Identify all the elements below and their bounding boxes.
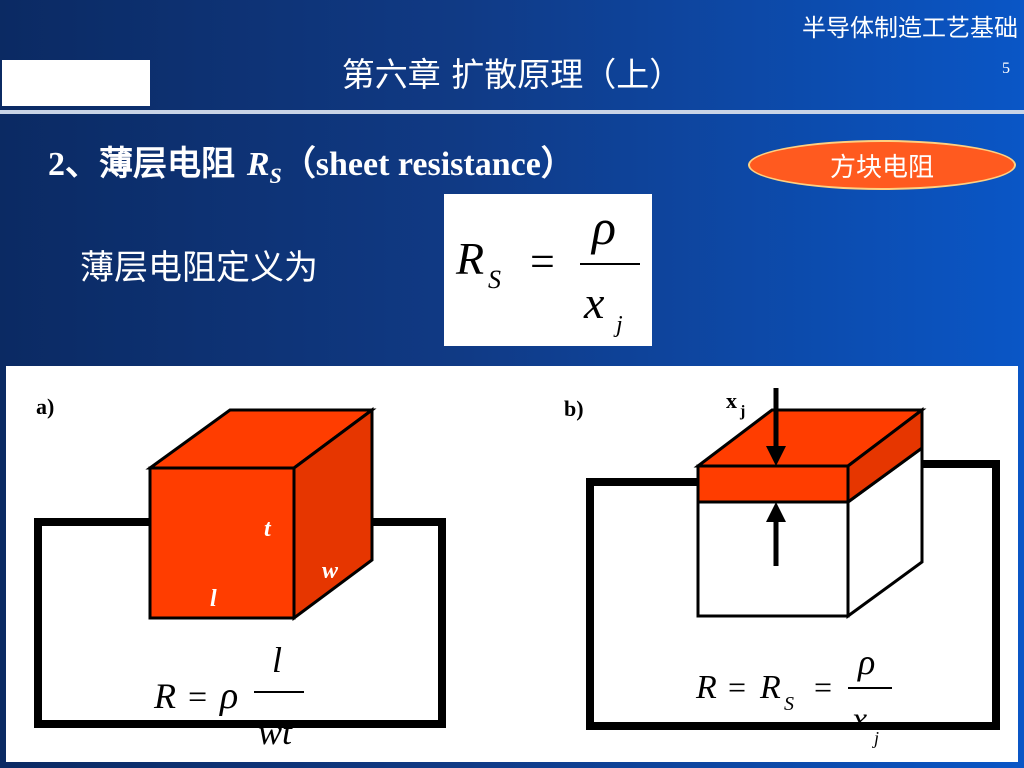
dim-l: l bbox=[210, 586, 217, 612]
panel-b-label: b) bbox=[564, 396, 584, 421]
circuit-wire-a bbox=[34, 518, 446, 728]
definition-text: 薄层电阻定义为 bbox=[80, 248, 318, 288]
header-divider bbox=[0, 110, 1024, 114]
formula-b-rs-sub: S bbox=[784, 693, 794, 715]
formula-b-r: R bbox=[695, 669, 717, 706]
white-placeholder-box bbox=[2, 60, 150, 106]
formula-rs: R bbox=[455, 233, 484, 284]
section-heading: 2、薄层电阻 RS（sheet resistance） bbox=[48, 136, 575, 189]
formula-rho: ρ bbox=[590, 199, 616, 255]
circuit-wire-b bbox=[586, 460, 1000, 730]
formula-b-rho: ρ bbox=[857, 642, 875, 682]
definition-formula: R S = ρ x j bbox=[444, 194, 652, 346]
section-title-en: （sheet resistance） bbox=[281, 146, 575, 183]
section-symbol-sub: S bbox=[269, 162, 282, 188]
course-title: 半导体制造工艺基础 bbox=[802, 14, 1018, 42]
section-symbol: R bbox=[246, 146, 270, 183]
section-title-cn: 薄层电阻 bbox=[99, 144, 247, 184]
formula-x: x bbox=[583, 277, 605, 328]
panel-a: a) t w l R = ρ l wt bbox=[34, 394, 446, 752]
formula-a-wt: wt bbox=[258, 712, 293, 752]
cube-front-face bbox=[148, 466, 296, 620]
formula-a-l: l bbox=[272, 640, 282, 680]
formula-a-r: R bbox=[153, 676, 176, 716]
formula-b-x: x bbox=[851, 701, 867, 738]
arrow-down-head bbox=[766, 446, 786, 466]
sheet-resistance-badge: 方块电阻 bbox=[748, 140, 1016, 190]
panel-b: b) x j R = R S = ρ x j bbox=[564, 388, 1000, 748]
page-number: 5 bbox=[1002, 60, 1010, 77]
dim-t: t bbox=[264, 516, 272, 542]
formula-rs-sub: S bbox=[488, 265, 501, 294]
xj-label: x bbox=[726, 388, 737, 413]
formula-equals: = bbox=[530, 237, 555, 286]
arrow-up-head bbox=[766, 502, 786, 522]
formula-a-eq: = bbox=[188, 679, 207, 716]
dim-w: w bbox=[322, 558, 339, 584]
layer-front-face bbox=[696, 464, 850, 504]
formula-a-rho: ρ bbox=[219, 675, 238, 717]
formula-b-x-sub: j bbox=[872, 728, 879, 748]
chapter-title: 第六章 扩散原理（上） bbox=[341, 55, 683, 94]
formula-x-sub: j bbox=[613, 312, 623, 338]
xj-label-sub: j bbox=[739, 403, 745, 420]
section-number: 2、 bbox=[48, 146, 99, 183]
formula-b-eq1: = bbox=[728, 669, 746, 705]
panel-a-label: a) bbox=[36, 394, 54, 419]
formula-b-eq2: = bbox=[814, 669, 832, 705]
formula-b-rs: R bbox=[759, 669, 781, 706]
resistance-figure: a) t w l R = ρ l wt b) bbox=[6, 366, 1018, 762]
